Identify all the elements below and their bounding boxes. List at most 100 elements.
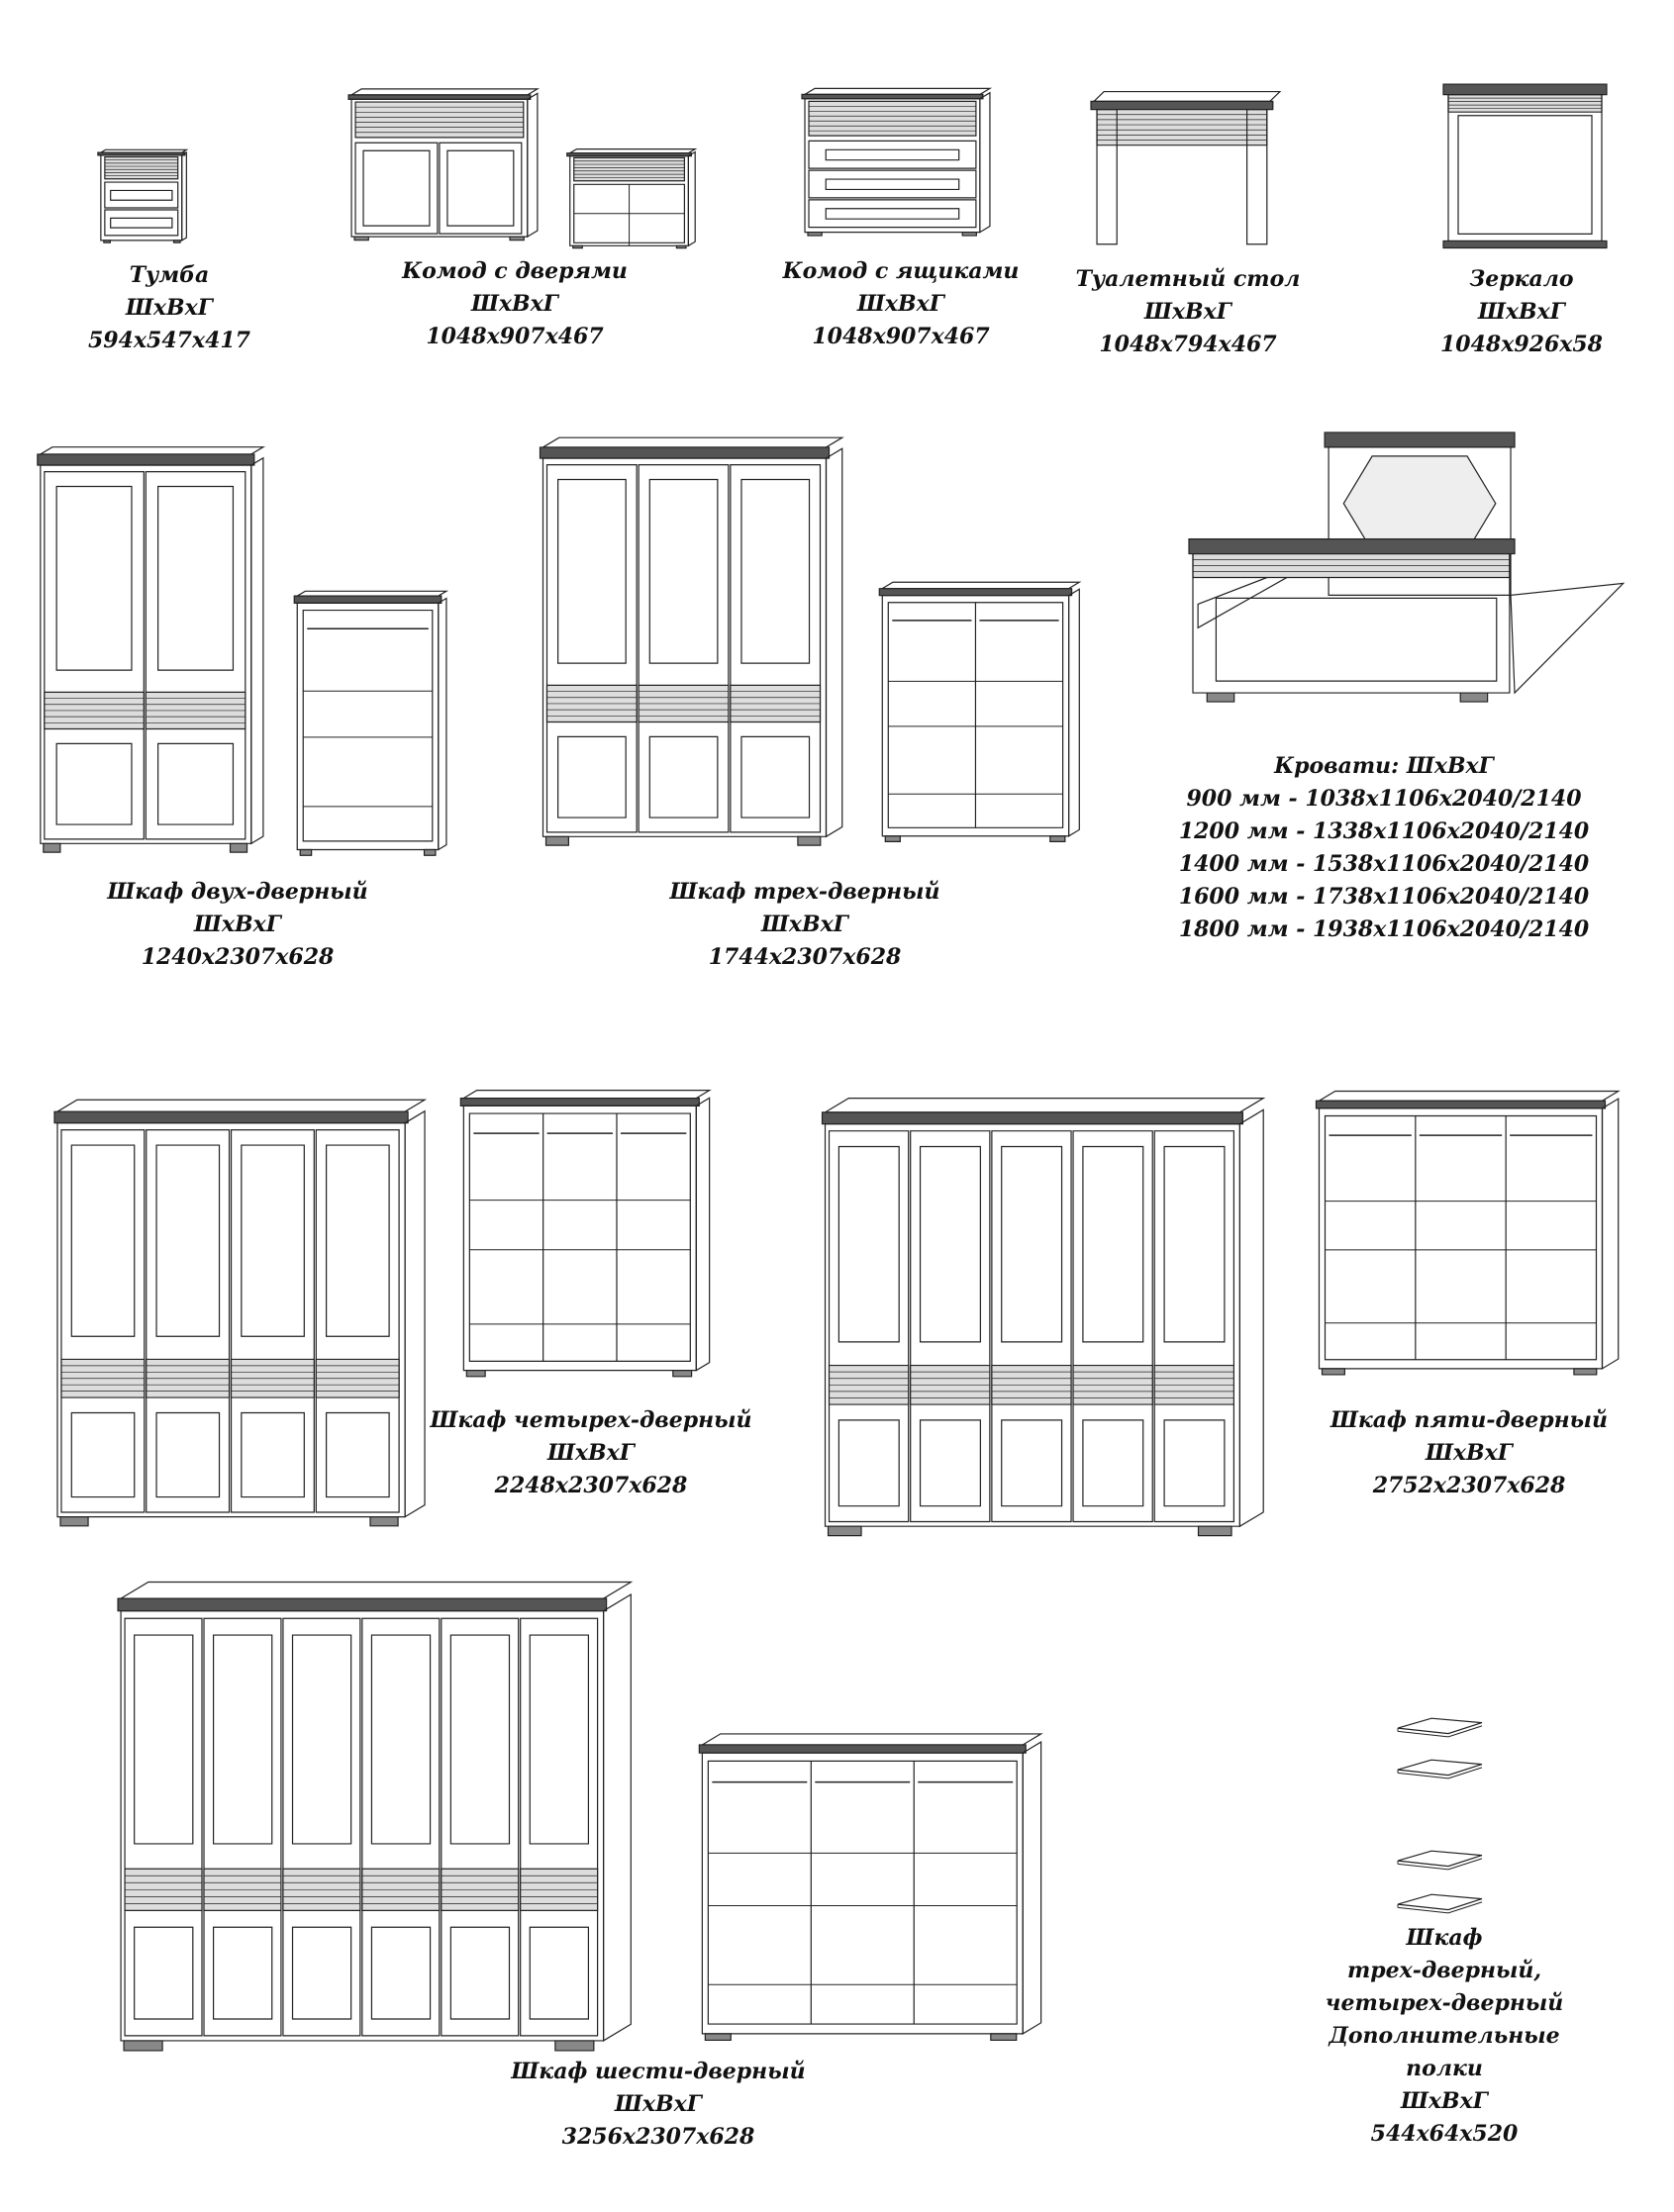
cornice [54,1111,408,1123]
side-panel [604,1594,632,2041]
wardrobe2-label: Шкаф двух-дверный ШхВхГ 1240x2307x628 [107,876,367,974]
foot [425,849,436,855]
door-panel-upper [530,1635,588,1844]
door-panel-upper [327,1145,389,1336]
door [911,1131,990,1522]
side-panel [1603,1099,1619,1369]
cornice [1317,1101,1606,1108]
foot [60,1517,88,1526]
foot [1574,1369,1597,1375]
foot [466,1371,485,1377]
shelf-drawing [1398,1716,1482,1738]
door-panel-lower [1083,1420,1143,1506]
shelf-drawing [1398,1758,1482,1779]
door [1073,1131,1152,1522]
door-panel-lower [327,1413,389,1497]
drawer-inset [826,179,958,189]
foot [798,836,821,845]
foot [1323,1369,1345,1375]
door-panel-lower [558,736,627,817]
side-panel [696,1098,709,1370]
item-name: Зеркало [1469,266,1574,292]
dims-value: 1048x794x467 [1099,332,1277,357]
shelves-label: Шкаф трех-дверный, четырех-дверный Допол… [1326,1922,1564,2151]
door-panel-lower [450,1927,509,2019]
side-panel [1023,1742,1040,2034]
edge [1448,1859,1482,1870]
door-panel-lower [156,1413,219,1497]
bed-size: 1800 мм - 1938x1106x2040/2140 [1178,916,1590,942]
dims-label: ШхВхГ [615,2091,702,2117]
door-panel [447,150,514,226]
tabletop-edge [1091,101,1273,109]
dims-value: 1048x907x467 [426,324,604,349]
door-panel-upper [214,1635,272,1844]
door-panel-upper [371,1635,430,1844]
headboard-top [1325,433,1515,447]
tumba-label: Тумба ШхВхГ 594x547x417 [88,259,250,357]
foot [673,1371,692,1377]
interior [708,1761,1017,2024]
door [442,1618,519,2036]
komod-doors-label: Комод с дверями ШхВхГ 1048x907x467 [402,255,628,353]
interior [1326,1115,1597,1359]
top-surface [297,591,446,596]
foot [885,836,900,842]
foot [174,240,181,242]
stripe-band [1448,95,1602,113]
foot [1050,836,1065,842]
door [283,1618,360,2036]
bed-size: 1400 мм - 1538x1106x2040/2140 [1178,851,1590,877]
foot [231,843,247,852]
body [1320,1108,1603,1369]
door-panel-upper [450,1635,509,1844]
drawer [105,182,178,208]
item-name: Комод с ящиками [782,258,1020,284]
door [232,1130,315,1512]
door [146,472,245,839]
cornice [460,1099,699,1106]
cornice [802,94,983,98]
mirror-label: Зеркало ШхВхГ 1048x926x58 [1440,263,1603,361]
foot [573,245,583,247]
side-panel [251,458,263,844]
foot [510,237,524,240]
door-panel-upper [1002,1146,1062,1341]
komod-doors-drawing [347,77,547,254]
footboard-top [1189,539,1515,554]
dims-value: 594x547x417 [87,328,251,353]
drawer [105,210,178,236]
edge [1398,1731,1448,1737]
dims-label: ШхВхГ [1478,299,1565,325]
drawer [809,141,976,168]
door [547,465,638,832]
door-panel-lower [242,1413,304,1497]
top-surface [1320,1092,1619,1102]
body [543,458,827,836]
wardrobe5-open-drawing [1313,1080,1634,1381]
wardrobe4-open-drawing [458,1077,723,1383]
door-panel-lower [921,1420,981,1506]
foot [962,233,976,236]
door-panel-upper [158,486,234,670]
drawer-inset [111,218,172,228]
edge [1448,1726,1482,1737]
door-panel-upper [293,1635,351,1844]
leg-right [1247,110,1267,244]
item-name: Шкаф трех-дверный [669,879,940,905]
footboard-panel [1216,598,1496,681]
door-panel-lower [71,1413,134,1497]
edge [1398,1907,1448,1913]
foot [705,2034,731,2041]
stripe-band [105,157,178,179]
dressing-table-label: Туалетный стол ШхВхГ 1048x794x467 [1076,263,1301,361]
top-surface [57,1100,425,1111]
shelves-line: Шкаф [1406,1925,1483,1951]
headboard-panel [1343,456,1496,551]
dims-label: ШхВхГ [857,291,944,317]
door-panel-upper [156,1145,219,1336]
dims-value: 1048x907x467 [812,324,990,349]
interior [303,611,433,841]
foot [676,245,686,247]
footboard [1193,554,1510,694]
